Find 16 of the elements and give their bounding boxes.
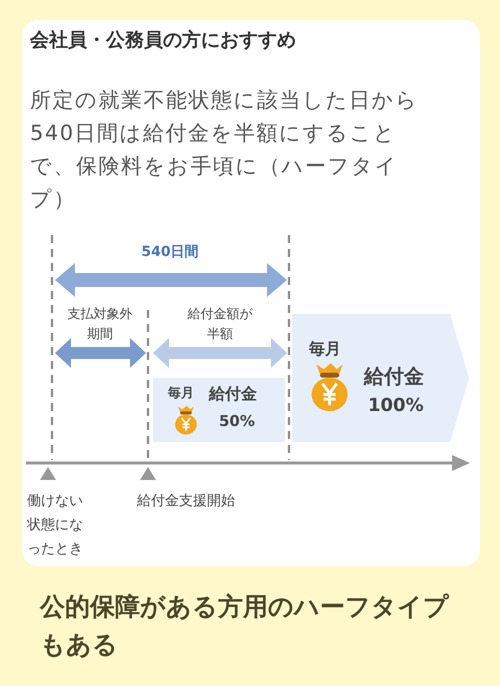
title: 会社員・公務員の方におすすめ xyxy=(30,28,296,53)
text: 50% xyxy=(219,412,255,430)
span-label: 540日間 xyxy=(140,243,200,261)
text: 給付金 xyxy=(364,363,424,390)
body-text: 所定の就業不能状態に該当した日から540日間は給付金を半額にすることで、保険料をお手頃に（ハーフタイプ） xyxy=(30,87,420,213)
text: 毎月 xyxy=(309,339,341,360)
span-label: 支払対象外期間 xyxy=(66,306,134,344)
span-label: 給付金額が半額 xyxy=(186,306,254,344)
timeline-label: 働けない状態になったとき xyxy=(27,492,84,559)
benefit-box xyxy=(153,378,285,442)
text: 毎月 xyxy=(168,385,194,402)
benefit-chevron xyxy=(292,314,469,442)
timeline-label: 給付金支援開始 xyxy=(137,492,235,511)
text: 給付金 xyxy=(209,384,257,405)
text: 100% xyxy=(368,395,424,416)
caption: 公的保障がある方用のハーフタイプもある xyxy=(40,591,450,661)
